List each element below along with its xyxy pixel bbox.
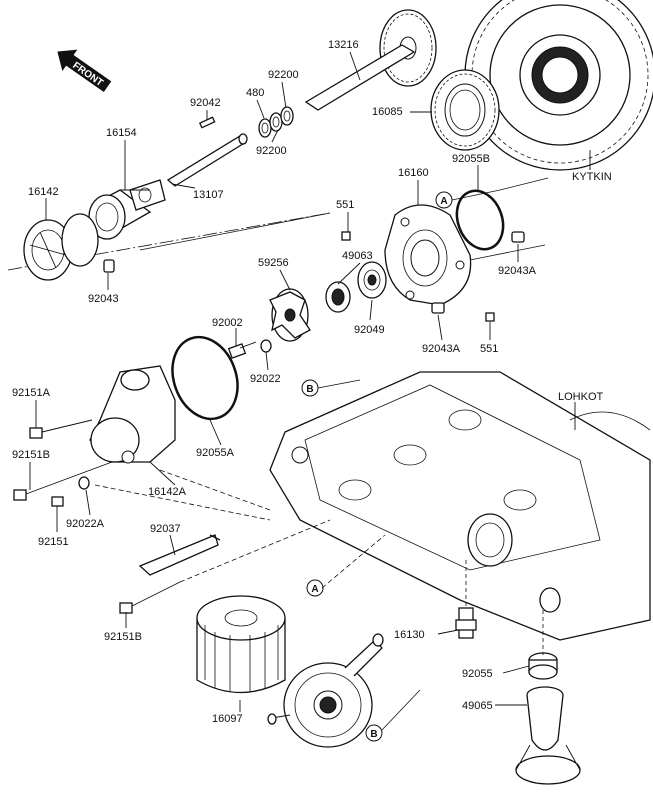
part-label-16154: 16154 bbox=[106, 127, 137, 139]
bolt-92151B-top bbox=[13, 461, 113, 501]
pin-551-bottom bbox=[485, 312, 495, 322]
svg-text:B: B bbox=[370, 729, 377, 740]
seal-49063 bbox=[325, 281, 351, 313]
part-label-92151B-bottom: 92151B bbox=[104, 631, 142, 643]
bolt-92151 bbox=[51, 496, 64, 520]
washer-92022A bbox=[78, 476, 90, 490]
dashed-connections bbox=[94, 189, 544, 731]
pump-cover-16160 bbox=[384, 204, 472, 306]
part-label-551-bottom: 551 bbox=[480, 343, 498, 355]
part-label-92151B-top: 92151B bbox=[12, 449, 50, 461]
svg-text:A: A bbox=[311, 584, 318, 595]
washer-92022 bbox=[260, 339, 272, 353]
leader-lines bbox=[29, 51, 591, 712]
gear-16085 bbox=[430, 69, 500, 151]
part-label-16160: 16160 bbox=[398, 167, 429, 179]
svg-text:B: B bbox=[306, 384, 313, 395]
bolt-92151A bbox=[29, 419, 93, 439]
part-label-92043A-center: 92043A bbox=[422, 343, 461, 355]
clutch-housing-gear bbox=[464, 0, 653, 171]
part-label-92022: 92022 bbox=[250, 373, 281, 385]
bolt-92002 bbox=[227, 341, 257, 359]
part-label-92042: 92042 bbox=[190, 97, 221, 109]
part-label-16130: 16130 bbox=[394, 629, 425, 641]
part-label-92043A-right: 92043A bbox=[498, 265, 537, 277]
part-label-13107: 13107 bbox=[193, 189, 224, 201]
part-label-59256: 59256 bbox=[258, 257, 289, 269]
outer-rotor-16142 bbox=[23, 213, 99, 281]
part-label-13216: 13216 bbox=[328, 39, 359, 51]
part-label-92200-bottom: 92200 bbox=[256, 145, 287, 157]
strainer-49065 bbox=[515, 686, 581, 785]
pin-92042 bbox=[198, 116, 216, 129]
part-label-551-top: 551 bbox=[336, 199, 354, 211]
callout-b-bottom: B bbox=[365, 724, 383, 742]
gear-shaft-13216 bbox=[304, 9, 437, 111]
pin-551-top bbox=[341, 231, 351, 241]
inner-rotor-16154 bbox=[88, 179, 166, 240]
pump-housing-16142A bbox=[89, 365, 176, 464]
part-label-480: 480 bbox=[246, 87, 264, 99]
part-label-16142: 16142 bbox=[28, 186, 59, 198]
bracket-92037 bbox=[138, 534, 221, 576]
svg-text:A: A bbox=[440, 196, 447, 207]
callout-a-bottom: A bbox=[306, 579, 324, 597]
bolt-92151B-bottom bbox=[119, 581, 181, 614]
part-label-16142A: 16142A bbox=[148, 486, 187, 498]
part-number-labels: 13216 92200 480 92042 16085 92200 16154 … bbox=[12, 39, 612, 725]
o-ring-92055A bbox=[171, 335, 239, 421]
pin-92043 bbox=[103, 259, 115, 273]
part-label-92055A: 92055A bbox=[196, 447, 235, 459]
part-label-92055B: 92055B bbox=[452, 153, 490, 165]
oil-filter-16097 bbox=[196, 595, 286, 694]
pin-92043A-center bbox=[431, 302, 445, 314]
part-label-92151: 92151 bbox=[38, 536, 69, 548]
front-arrow-icon: FRONT bbox=[57, 49, 112, 93]
impeller-59256 bbox=[269, 288, 311, 342]
o-ring-92055B bbox=[455, 189, 505, 251]
section-label-clutch: KYTKIN bbox=[572, 171, 612, 183]
part-label-92002: 92002 bbox=[212, 317, 243, 329]
part-label-92151A: 92151A bbox=[12, 387, 51, 399]
seal-92055 bbox=[528, 652, 558, 680]
fitting-16130 bbox=[455, 607, 477, 639]
part-label-92200-top: 92200 bbox=[268, 69, 299, 81]
part-label-92043: 92043 bbox=[88, 293, 119, 305]
part-label-92037: 92037 bbox=[150, 523, 181, 535]
part-label-16085: 16085 bbox=[372, 106, 403, 118]
bearing-92049 bbox=[357, 261, 387, 299]
part-label-16097: 16097 bbox=[212, 713, 243, 725]
lower-crankcase bbox=[269, 371, 651, 641]
pin-92043A-right bbox=[511, 231, 525, 243]
part-label-49063: 49063 bbox=[342, 250, 373, 262]
shaft-13107 bbox=[166, 133, 248, 187]
callout-a-top: A bbox=[435, 191, 453, 209]
washers-480-92200 bbox=[258, 106, 294, 138]
part-label-49065: 49065 bbox=[462, 700, 493, 712]
section-label-lower-case: LOHKOT bbox=[558, 391, 604, 403]
part-label-92055: 92055 bbox=[462, 668, 493, 680]
part-label-92022A: 92022A bbox=[66, 518, 105, 530]
callout-b-top: B bbox=[301, 379, 319, 397]
part-label-92049: 92049 bbox=[354, 324, 385, 336]
oil-cooler bbox=[267, 633, 384, 748]
